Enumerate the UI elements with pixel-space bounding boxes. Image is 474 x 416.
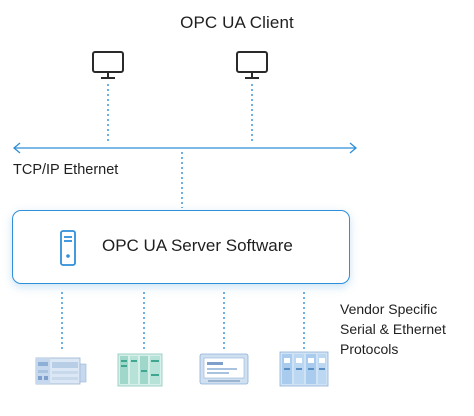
plc-device-icon — [35, 357, 87, 385]
vendor-line: Serial & Ethernet — [340, 321, 446, 337]
monitor-icon — [236, 51, 268, 79]
io-module-icon — [117, 353, 163, 387]
network-arrow — [12, 142, 358, 154]
server-box — [12, 210, 350, 284]
server-label: OPC UA Server Software — [102, 236, 293, 255]
drive-rack-icon — [279, 351, 329, 387]
server-tower-icon — [60, 230, 76, 266]
client-label: OPC UA Client — [180, 13, 294, 32]
monitor-icon — [92, 51, 124, 79]
vendor-line: Protocols — [340, 341, 399, 357]
vendor-line: Vendor Specific — [340, 301, 438, 317]
network-label: TCP/IP Ethernet — [13, 162, 119, 178]
hmi-panel-icon — [199, 353, 249, 385]
vendor-protocols-label: Vendor Specific Serial & Ethernet Protoc… — [340, 299, 446, 359]
